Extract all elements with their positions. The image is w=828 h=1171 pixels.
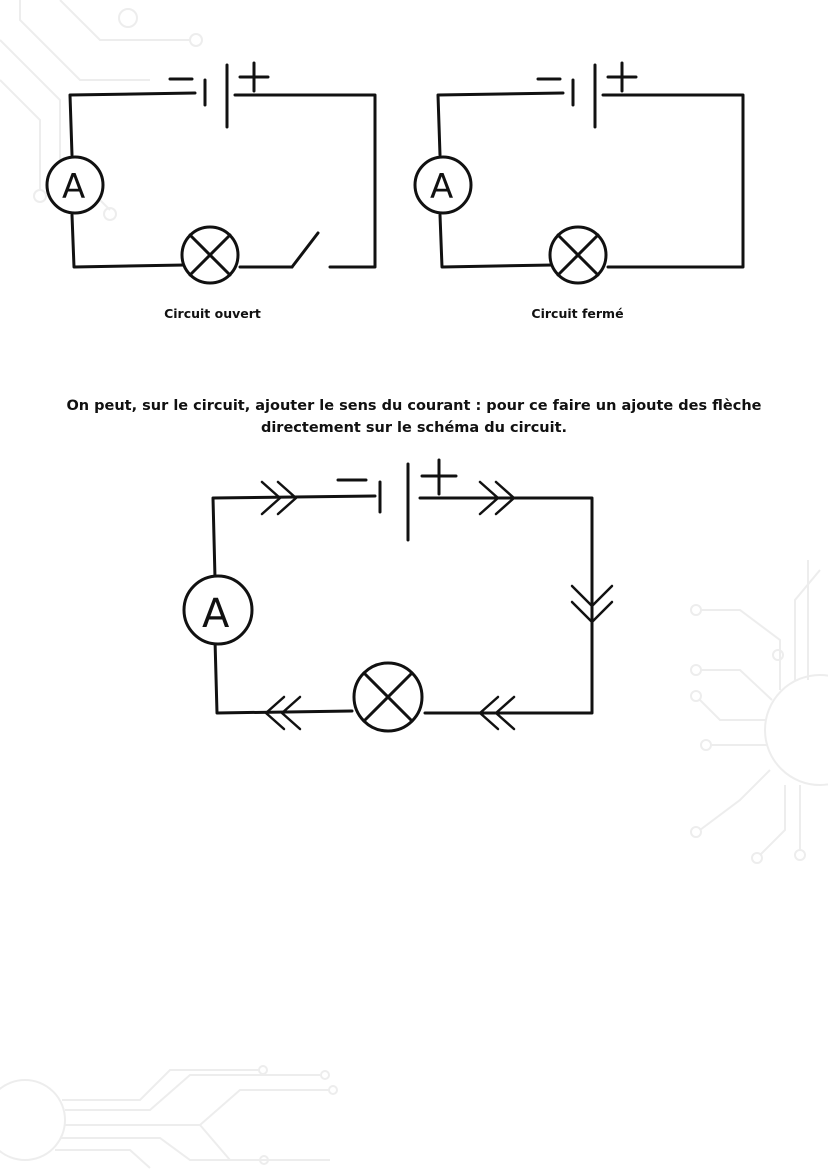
wire [213,638,354,715]
ammeter-symbol: A [182,574,254,646]
lamp-symbol [352,661,424,733]
open-circuit-diagram: A [45,61,377,285]
caption-closed-circuit: Circuit fermé [531,306,624,321]
current-arrow-top-right [478,480,516,516]
current-arrow-bottom-right [478,695,516,731]
wire [438,213,555,269]
open-switch [290,231,320,269]
wire [70,213,187,269]
current-arrow-bottom-left [264,695,302,731]
wire [418,496,594,715]
lamp-symbol [180,225,240,285]
current-arrow-top-left [260,480,298,516]
caption-open-circuit: Circuit ouvert [164,306,261,321]
closed-circuit-diagram: A [413,61,745,285]
ammeter-symbol: A [413,155,473,215]
ammeter-letter: A [62,167,85,207]
battery-symbol [168,61,270,129]
explanation-paragraph: On peut, sur le circuit, ajouter le sens… [66,398,762,436]
wire [68,91,197,157]
current-arrow-right-side [570,584,614,624]
ammeter-letter: A [202,591,230,637]
ammeter-symbol: A [45,155,105,215]
ammeter-letter: A [430,167,453,207]
lamp-symbol [548,225,608,285]
wire [233,93,377,269]
battery-symbol [336,458,458,542]
wire [436,91,565,157]
wire [601,93,745,269]
battery-symbol [536,61,638,129]
current-direction-diagram: A [182,458,614,733]
wire [211,494,377,580]
